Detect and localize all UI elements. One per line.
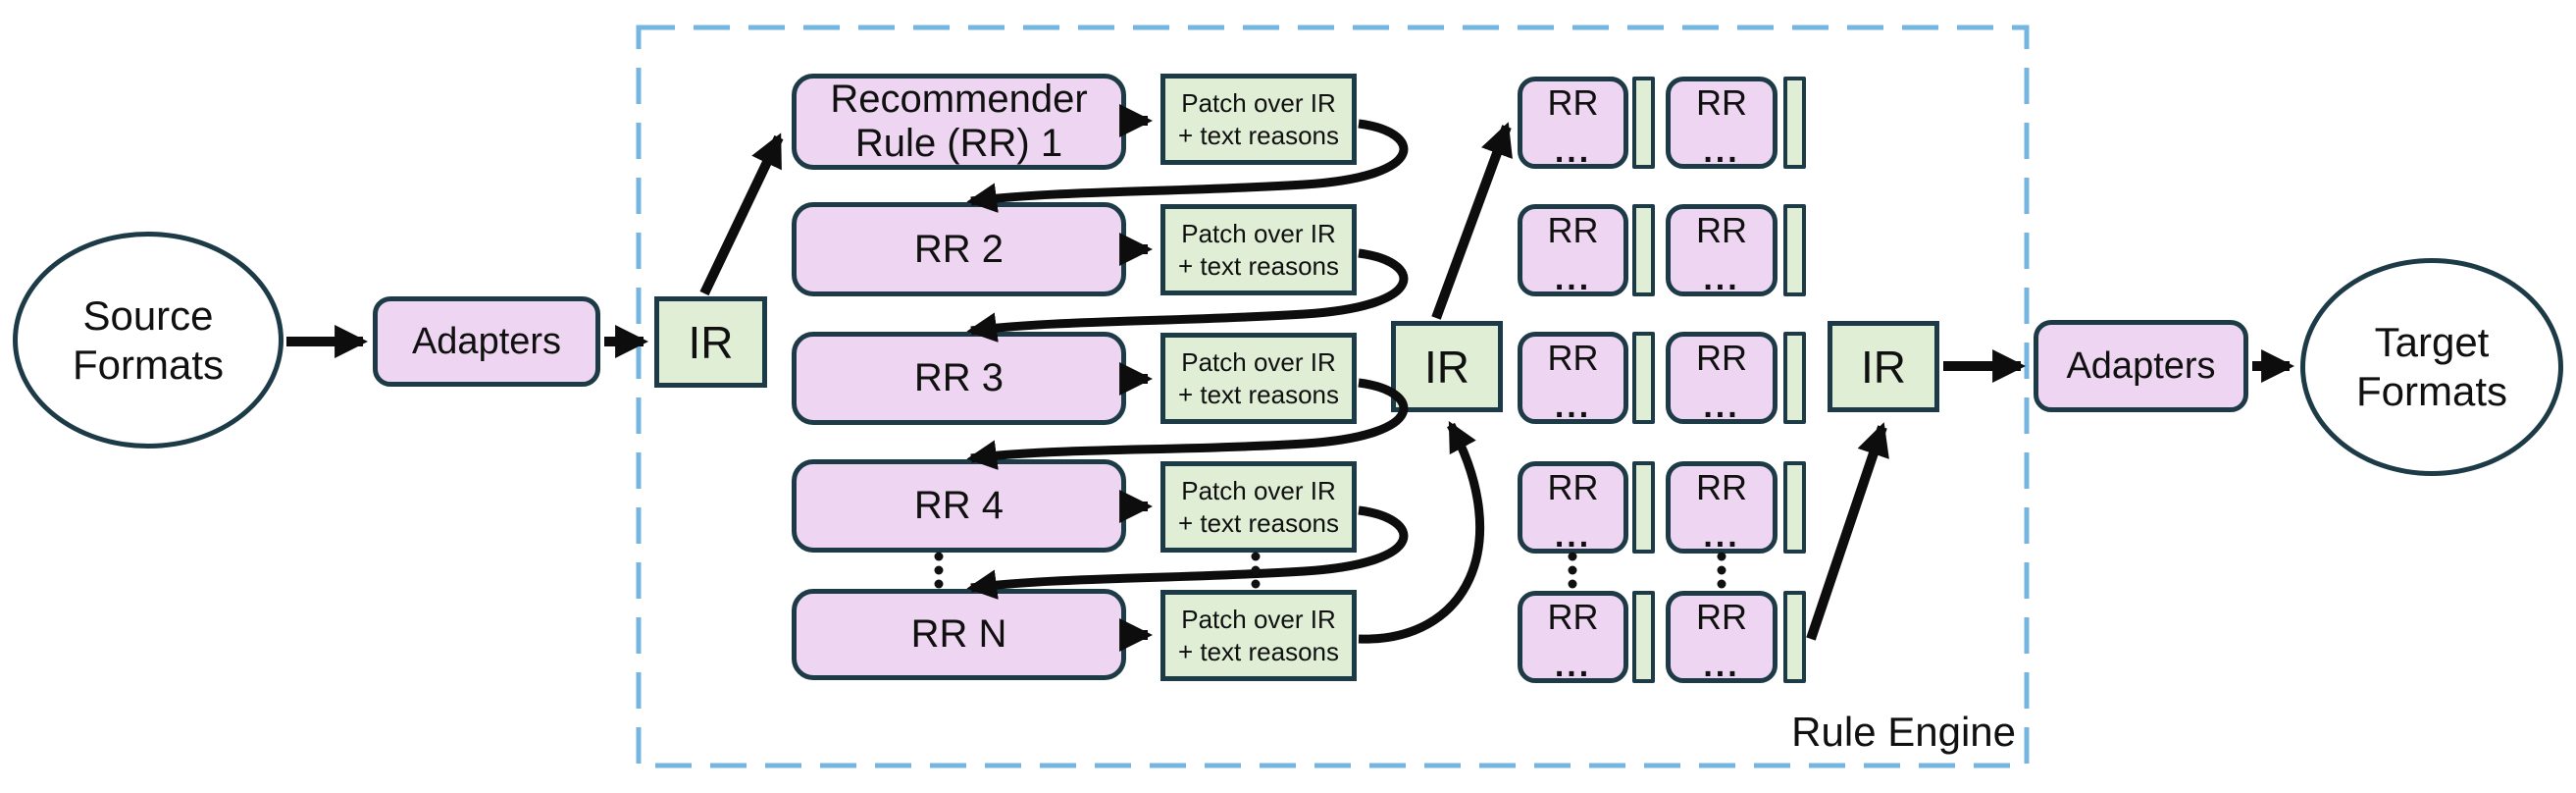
grid-rr-cell: RR ... [1518, 591, 1628, 683]
rule-rr2-node: RR 2 [792, 202, 1126, 296]
grid-rr-label: RR [1547, 82, 1599, 123]
patch2-line1: Patch over IR [1181, 218, 1336, 248]
patch-sliver [1783, 461, 1806, 554]
rule-rr3-node: RR 3 [792, 332, 1126, 425]
ir-middle-label: IR [1424, 341, 1469, 393]
patch-sliver [1632, 204, 1655, 296]
patch-sliver [1632, 461, 1655, 554]
patch-output-N: Patch over IR + text reasons [1160, 590, 1357, 681]
grid-rr-cell: RR ... [1518, 204, 1628, 296]
rr2-label: RR 2 [913, 227, 1005, 271]
grid-rr-cell: RR ... [1518, 77, 1628, 169]
patch-sliver [1632, 77, 1655, 169]
patch-sliver [1783, 591, 1806, 683]
grid-rr-cell: RR ... [1666, 332, 1777, 424]
patch-sliver [1783, 77, 1806, 169]
rule-rr1-node: Recommender Rule (RR) 1 [792, 74, 1126, 170]
ir-left-label: IR [688, 316, 734, 368]
ir-middle-node: IR [1391, 321, 1503, 412]
rule-rrN-node: RR N [792, 589, 1126, 680]
grid-rr-label: RR [1696, 467, 1747, 507]
grid-rr-label: RR [1696, 82, 1747, 123]
patch-output-2: Patch over IR + text reasons [1160, 204, 1357, 295]
target-formats-label-line1: Target [2374, 319, 2490, 365]
arrow-ir-to-rr1 [699, 132, 784, 296]
grid-rr-cell: RR ... [1518, 461, 1628, 554]
arrow-ir-middle-to-grid [1431, 122, 1513, 320]
source-formats-node: Source Formats [13, 232, 283, 449]
grid-rr-dots: ... [1703, 647, 1740, 684]
grid-rr-cell: RR ... [1666, 461, 1777, 554]
adapters-left-label: Adapters [411, 320, 562, 362]
adapters-right-label: Adapters [2066, 344, 2216, 387]
rr1-label-line2: Rule (RR) 1 [854, 122, 1063, 165]
patch2-line2: + text reasons [1177, 250, 1340, 281]
grid-rr-dots: ... [1554, 517, 1592, 555]
grid-rr-dots: ... [1554, 388, 1592, 425]
arrow-patchN-to-ir-middle [1358, 420, 1485, 644]
arrow-grid-to-ir-right [1806, 422, 1889, 641]
grid-rr-label: RR [1547, 210, 1599, 250]
grid-rr-dots: ... [1703, 132, 1740, 170]
adapters-left-node: Adapters [373, 296, 600, 387]
grid-rr-label: RR [1547, 338, 1599, 378]
grid-rr-label: RR [1547, 597, 1599, 637]
grid-rr-dots: ... [1554, 132, 1592, 170]
rrN-label: RR N [910, 612, 1007, 656]
ellipsis-dots [934, 552, 1726, 589]
rr1-label-line1: Recommender [830, 78, 1088, 121]
patch-output-1: Patch over IR + text reasons [1160, 74, 1357, 165]
patch-sliver [1632, 591, 1655, 683]
grid-rr-cell: RR ... [1666, 204, 1777, 296]
ir-right-label: IR [1861, 341, 1906, 393]
target-formats-node: Target Formats [2300, 258, 2563, 476]
patch1-line1: Patch over IR [1181, 87, 1336, 118]
rr3-label: RR 3 [913, 356, 1005, 399]
grid-rr-cell: RR ... [1518, 332, 1628, 424]
source-formats-label-line1: Source [82, 291, 214, 339]
rr4-label: RR 4 [913, 484, 1005, 527]
grid-rr-dots: ... [1554, 647, 1592, 684]
grid-rr-cell: RR ... [1666, 77, 1777, 169]
patch-output-3: Patch over IR + text reasons [1160, 333, 1357, 424]
patchN-line2: + text reasons [1177, 636, 1340, 666]
grid-rr-label: RR [1696, 210, 1747, 250]
target-formats-label-line2: Formats [2355, 368, 2507, 414]
patchN-line1: Patch over IR [1181, 604, 1336, 634]
grid-rr-dots: ... [1703, 517, 1740, 555]
grid-rr-label: RR [1696, 338, 1747, 378]
grid-rr-dots: ... [1554, 260, 1592, 297]
grid-rr-label: RR [1696, 597, 1747, 637]
patch4-line1: Patch over IR [1181, 475, 1336, 505]
ir-right-node: IR [1828, 321, 1939, 412]
grid-rr-dots: ... [1703, 388, 1740, 425]
source-formats-label-line2: Formats [72, 341, 224, 388]
patch-sliver [1783, 332, 1806, 424]
grid-rr-dots: ... [1703, 260, 1740, 297]
ir-left-node: IR [654, 296, 767, 388]
patch1-line2: + text reasons [1177, 120, 1340, 150]
patch3-line2: + text reasons [1177, 379, 1340, 409]
patch-sliver [1783, 204, 1806, 296]
patch-output-4: Patch over IR + text reasons [1160, 461, 1357, 553]
adapters-right-node: Adapters [2034, 320, 2248, 412]
patch3-line1: Patch over IR [1181, 346, 1336, 377]
patch4-line2: + text reasons [1177, 507, 1340, 538]
patch-sliver [1632, 332, 1655, 424]
grid-rr-cell: RR ... [1666, 591, 1777, 683]
grid-rr-label: RR [1547, 467, 1599, 507]
rule-rr4-node: RR 4 [792, 459, 1126, 553]
rule-engine-caption: Rule Engine [1791, 709, 2016, 755]
